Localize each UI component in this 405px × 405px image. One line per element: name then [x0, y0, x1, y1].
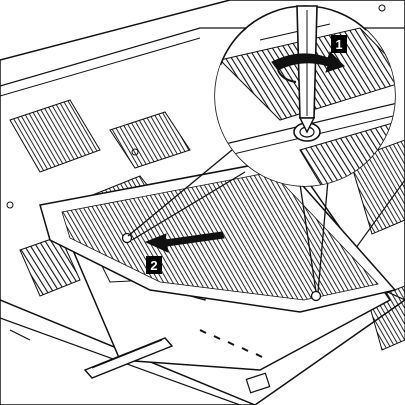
step-badge-1: 1 [331, 35, 347, 53]
zoom-leaders [127, 149, 329, 293]
step-badge-2: 2 [146, 256, 162, 274]
step-label-2: 2 [150, 258, 157, 273]
rotate-arrow-icon [271, 51, 345, 83]
side-vent [19, 235, 81, 297]
screwdriver-icon [296, 5, 318, 134]
step-label-1: 1 [335, 37, 342, 52]
zoom-detail [214, 5, 396, 187]
dock-connector [9, 329, 271, 394]
cover-screw-right [310, 290, 322, 302]
slide-arrow-icon [144, 231, 225, 253]
